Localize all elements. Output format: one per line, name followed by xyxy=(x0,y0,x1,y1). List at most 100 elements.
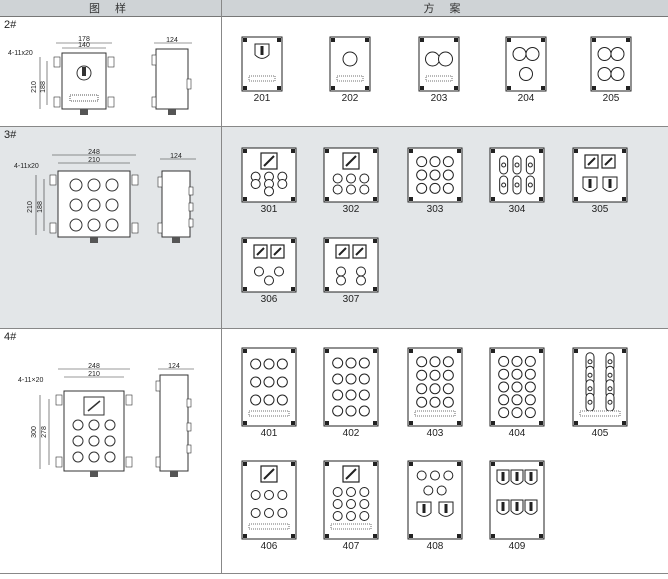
mounting-ear xyxy=(457,149,461,153)
mounting-ear xyxy=(373,462,377,466)
scheme-number: 406 xyxy=(260,541,278,552)
scheme-number: 407 xyxy=(342,541,360,552)
mounting-ear xyxy=(539,149,543,153)
pushbutton-icon xyxy=(264,508,274,518)
lamp-lens xyxy=(514,162,520,168)
mounting-ear xyxy=(507,86,511,90)
mounting-ear xyxy=(291,534,295,538)
pushbutton-icon xyxy=(438,51,453,67)
meter-needle xyxy=(345,155,357,167)
pushbutton-icon xyxy=(511,394,523,406)
mounting-ear xyxy=(325,287,329,291)
pushbutton-icon xyxy=(346,184,356,195)
mounting-ear xyxy=(491,421,495,425)
scheme-408: 408 xyxy=(407,460,463,554)
dim-4-depth: 124 xyxy=(168,363,180,370)
scheme-204: 204 xyxy=(505,36,547,106)
pushbutton-icon xyxy=(416,383,428,395)
mounting-ear xyxy=(277,86,281,90)
lamp-lens xyxy=(501,182,507,188)
scheme-401: 401 xyxy=(241,347,297,441)
mounting-ear xyxy=(539,197,543,201)
scheme-drawing xyxy=(489,347,545,427)
scheme-drawing xyxy=(241,347,297,427)
mounting-ear xyxy=(574,349,578,353)
section-2: 2# 178 140 4-11x20 210 xyxy=(0,17,668,126)
pushbutton-icon xyxy=(498,394,510,406)
switch-handle xyxy=(608,179,612,188)
pushbutton-icon xyxy=(277,508,288,518)
dim-2-holes: 4-11x20 xyxy=(8,50,33,57)
pushbutton-icon xyxy=(346,499,356,509)
pushbutton-icon xyxy=(610,47,625,61)
pushbutton-icon xyxy=(524,394,536,406)
mounting-ear xyxy=(541,38,545,42)
switch-handle xyxy=(588,179,592,188)
pushbutton-icon xyxy=(332,487,343,497)
dim-3-height-inner: 188 xyxy=(37,201,44,213)
mounting-ear xyxy=(325,462,329,466)
header-schemes-label: 方 案 xyxy=(423,3,467,15)
mounting-ear xyxy=(291,239,295,243)
mounting-ear xyxy=(325,197,329,201)
dim-3-width-outer: 248 xyxy=(88,149,100,156)
lamp-lens xyxy=(527,162,533,168)
mounting-ear xyxy=(373,149,377,153)
pushbutton-icon xyxy=(425,51,440,67)
mounting-ear xyxy=(622,197,626,201)
mounting-ear xyxy=(291,421,295,425)
mounting-ear xyxy=(409,534,413,538)
lamp-lens xyxy=(514,182,520,188)
terminal-strip-icon xyxy=(248,410,290,417)
mounting-ear xyxy=(325,421,329,425)
scheme-drawing xyxy=(572,347,628,427)
dim-3-holes: 4-11x20 xyxy=(14,163,39,170)
scheme-303: 303 xyxy=(407,147,463,217)
mounting-ear xyxy=(457,534,461,538)
scheme-number: 305 xyxy=(591,204,609,215)
dim-2-width-inner: 140 xyxy=(78,42,90,49)
scheme-304: 304 xyxy=(489,147,545,217)
mounting-ear xyxy=(626,86,630,90)
mounting-ear xyxy=(365,86,369,90)
mounting-ear xyxy=(373,349,377,353)
mounting-ear xyxy=(325,149,329,153)
pushbutton-icon xyxy=(442,383,454,395)
pushbutton-icon xyxy=(416,369,428,381)
scheme-drawing xyxy=(489,147,545,203)
scheme-number: 202 xyxy=(341,93,359,104)
scheme-number: 304 xyxy=(508,204,526,215)
scheme-drawing xyxy=(418,36,460,92)
pushbutton-icon xyxy=(498,381,510,393)
pushbutton-icon xyxy=(276,358,288,370)
lamp-lens xyxy=(587,399,593,405)
pushbutton-icon xyxy=(250,376,262,388)
scheme-number: 402 xyxy=(342,428,360,439)
dim-3-height-outer: 210 xyxy=(27,201,34,213)
scheme-number: 203 xyxy=(430,93,448,104)
switch-handle xyxy=(501,472,505,481)
scheme-number: 205 xyxy=(602,93,620,104)
terminal-strip-icon xyxy=(425,75,453,82)
pushbutton-icon xyxy=(358,389,370,401)
mounting-ear xyxy=(457,421,461,425)
mounting-ear xyxy=(373,239,377,243)
terminal-strip-icon xyxy=(336,75,364,82)
terminal-strip-icon xyxy=(414,410,456,417)
pushbutton-icon xyxy=(416,356,428,368)
mounting-ear xyxy=(331,86,335,90)
header-schemes: 方 案 xyxy=(222,0,668,17)
mounting-ear xyxy=(243,239,247,243)
pushbutton-icon xyxy=(332,357,344,369)
pushbutton-icon xyxy=(346,173,356,184)
pushbutton-icon xyxy=(263,394,275,406)
lamp-lens xyxy=(607,372,613,378)
mounting-ear xyxy=(592,38,596,42)
pushbutton-icon xyxy=(264,275,274,286)
scheme-number: 302 xyxy=(342,204,360,215)
meter-needle xyxy=(604,157,613,166)
pushbutton-icon xyxy=(498,368,510,380)
pushbutton-icon xyxy=(336,266,346,277)
pushbutton-icon xyxy=(416,156,428,168)
scheme-drawing xyxy=(489,460,545,540)
